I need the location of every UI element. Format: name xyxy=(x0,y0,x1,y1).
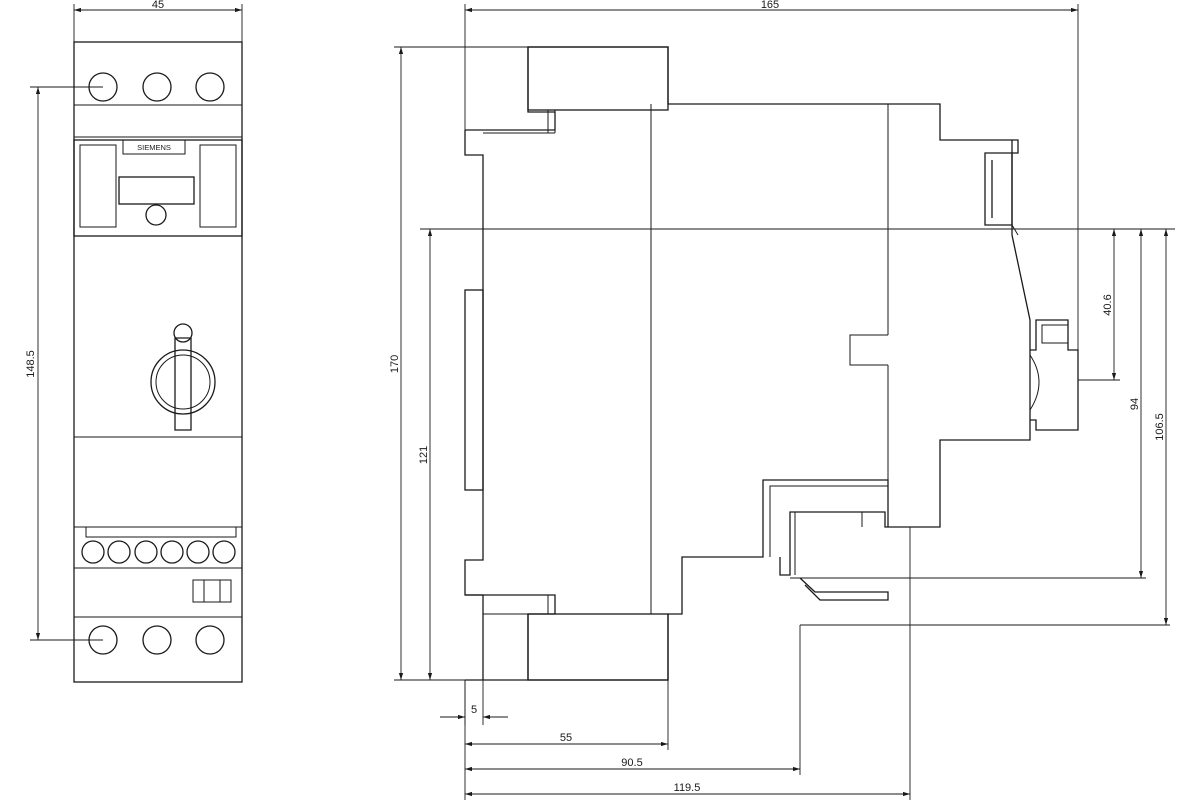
dim-height-106-5: 106.5 xyxy=(1154,229,1169,625)
dim-depth-55: 55 xyxy=(464,680,669,800)
side-view: 165 170 121 5 55 xyxy=(389,0,1175,800)
aux-terminal-screw xyxy=(107,540,131,564)
dim-label-165: 165 xyxy=(761,0,779,11)
bottom-terminal-screw xyxy=(142,625,172,655)
dim-height-170: 170 xyxy=(389,46,668,681)
aux-terminal-screw xyxy=(160,540,184,564)
dim-height-40-6: 40.6 xyxy=(1078,229,1120,381)
dim-label-170: 170 xyxy=(389,355,401,373)
dim-height-148-5: 148.5 xyxy=(25,86,103,641)
bottom-terminal-screw xyxy=(195,625,225,655)
aux-terminal-screw xyxy=(81,540,105,564)
top-terminal-screw xyxy=(195,72,225,102)
dim-label-121: 121 xyxy=(418,446,430,464)
dim-height-121: 121 xyxy=(418,229,433,680)
dim-label-45: 45 xyxy=(152,0,164,11)
din-rail-profile xyxy=(464,130,484,680)
housing-outline xyxy=(465,46,1031,681)
aux-connector xyxy=(799,577,889,601)
rail-clip xyxy=(464,289,484,491)
dim-label-148-5: 148.5 xyxy=(25,350,37,378)
aux-terminal-screw xyxy=(134,540,158,564)
dim-label-119-5: 119.5 xyxy=(674,782,701,794)
dim-offset-5: 5 xyxy=(440,680,508,725)
top-terminal-screw xyxy=(142,72,172,102)
dim-label-40-6: 40.6 xyxy=(1102,294,1114,315)
knob-handle xyxy=(174,337,192,431)
dim-depth-90-5: 90.5 xyxy=(465,624,1170,775)
lower-terminal-block xyxy=(527,613,669,681)
upper-terminal-block xyxy=(527,46,669,111)
rotary-knob xyxy=(150,349,216,415)
dim-label-106-5: 106.5 xyxy=(1154,413,1166,441)
lower-step-profile xyxy=(668,479,889,615)
top-latch xyxy=(984,139,1019,226)
aux-terminal-screw xyxy=(212,540,236,564)
dim-width-45: 45 xyxy=(73,0,243,42)
indicator-window xyxy=(118,176,195,205)
brand-label: SIEMENS xyxy=(137,143,171,152)
dim-label-90-5: 90.5 xyxy=(621,757,642,769)
dim-height-94: 94 xyxy=(790,229,1146,579)
dim-width-165: 165 xyxy=(464,0,1079,430)
dim-label-5: 5 xyxy=(471,704,477,716)
dim-label-94: 94 xyxy=(1129,398,1141,410)
aux-terminal-screw xyxy=(186,540,210,564)
dim-depth-119-5: 119.5 xyxy=(465,527,911,800)
indicator-lamp xyxy=(145,204,167,226)
front-view: SIEMENS 45 xyxy=(25,0,243,683)
dim-label-55: 55 xyxy=(560,732,572,744)
knob-side xyxy=(1030,319,1079,431)
